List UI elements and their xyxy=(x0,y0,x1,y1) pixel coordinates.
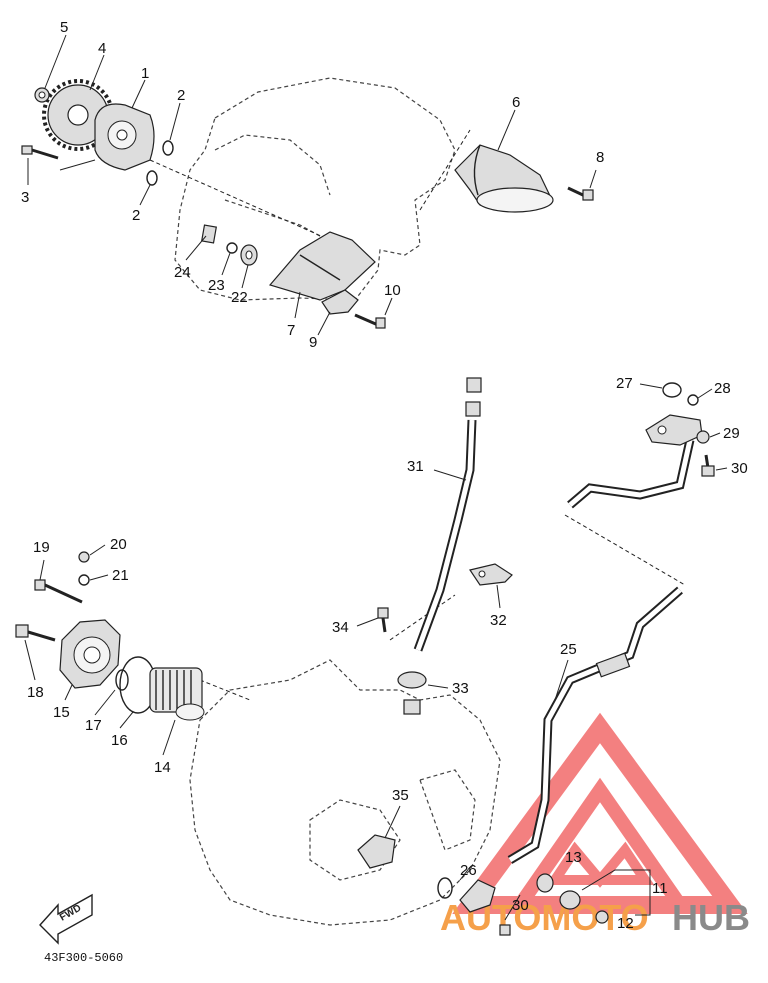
callout-32: 32 xyxy=(490,612,507,629)
pipe-bolt-12 xyxy=(595,910,609,924)
callout-28: 28 xyxy=(714,380,731,397)
callout-34: 34 xyxy=(332,619,349,636)
callout-10: 10 xyxy=(384,282,401,299)
pipe-o-ring-28 xyxy=(687,394,699,406)
callout-12: 12 xyxy=(617,915,634,932)
pipe-union-bolt xyxy=(397,671,427,715)
union-bolt-13 xyxy=(536,873,554,893)
callout-11: 11 xyxy=(652,880,668,897)
callout-14: 14 xyxy=(154,759,171,776)
callout-31: 31 xyxy=(407,458,424,475)
pipe-screw xyxy=(377,607,389,633)
watermark-hub-text: HUB xyxy=(672,897,750,938)
gear-nut xyxy=(34,87,50,103)
callout-13: 13 xyxy=(565,849,582,866)
callout-22: 22 xyxy=(231,289,248,306)
cover-bolt-short xyxy=(15,624,56,642)
logo-m-shape xyxy=(545,841,655,888)
alignment-pipe xyxy=(564,514,686,586)
oil-check-pipe xyxy=(413,377,482,652)
crankcase-inner-line xyxy=(214,134,331,196)
callout-7: 7 xyxy=(287,322,295,339)
callout-15: 15 xyxy=(53,704,70,721)
callout-19: 19 xyxy=(33,539,50,556)
clamp-screw xyxy=(354,313,386,329)
dowel-washer xyxy=(226,242,238,254)
pipe-gasket-29 xyxy=(696,430,710,444)
oil-filter-cover xyxy=(59,619,121,689)
pipe-flange-lower xyxy=(459,879,496,913)
cover-o-ring-small xyxy=(115,669,129,691)
pipe-bolt-30-lower xyxy=(499,924,511,936)
oil-strainer xyxy=(454,144,554,213)
lower-case-boss-2 xyxy=(419,769,476,851)
callout-2-lower: 2 xyxy=(132,207,140,224)
dowel-pin xyxy=(201,224,217,244)
callout-20: 20 xyxy=(110,536,127,553)
pump-o-ring-upper xyxy=(162,140,174,156)
plug-gasket xyxy=(78,574,90,586)
callout-27: 27 xyxy=(616,375,633,392)
callout-35: 35 xyxy=(392,787,409,804)
forward-direction-arrow: FWD xyxy=(39,893,93,945)
callout-8: 8 xyxy=(596,149,604,166)
callout-25: 25 xyxy=(560,641,577,658)
callout-29: 29 xyxy=(723,425,740,442)
bracket-line-11 xyxy=(581,869,651,916)
callout-9: 9 xyxy=(309,334,317,351)
alignment-line-1 xyxy=(149,159,331,241)
callout-18: 18 xyxy=(27,684,44,701)
cover-bolt-long xyxy=(34,579,83,604)
lower-crankcase-outline xyxy=(189,659,501,926)
callout-23: 23 xyxy=(208,277,225,294)
crankcase-fitting-35 xyxy=(357,834,396,869)
pipe-clamp xyxy=(469,563,513,586)
callout-17: 17 xyxy=(85,717,102,734)
oil-pipe-upper xyxy=(567,414,703,509)
callout-6: 6 xyxy=(512,94,520,111)
callout-16: 16 xyxy=(111,732,128,749)
oil-pump-assembly xyxy=(94,103,155,171)
logo-triangle-inner xyxy=(506,777,694,912)
lower-case-boss xyxy=(309,799,401,881)
baffle-plate xyxy=(268,231,376,301)
callout-leaders xyxy=(24,34,728,921)
alignment-line-2 xyxy=(419,129,471,211)
pipe-o-ring-27 xyxy=(662,382,682,398)
callout-3: 3 xyxy=(21,189,29,206)
callout-5: 5 xyxy=(60,19,68,36)
drain-plug xyxy=(78,551,90,563)
callout-26: 26 xyxy=(460,862,477,879)
alignment-guide xyxy=(389,594,456,641)
leader-pump-to-case xyxy=(59,159,96,171)
plate-clamp xyxy=(321,289,359,315)
leader-8 xyxy=(589,169,597,189)
callout-2-upper: 2 xyxy=(177,87,185,104)
pipe-gasket-26 xyxy=(437,877,453,899)
pipe-bolt-30-upper xyxy=(701,454,715,477)
callout-30-upper: 30 xyxy=(731,460,748,477)
callout-21: 21 xyxy=(112,567,129,584)
pump-o-ring-lower xyxy=(146,170,158,186)
oil-filter-element xyxy=(149,667,205,721)
callout-4: 4 xyxy=(98,40,106,57)
upper-crankcase-outline xyxy=(174,77,456,301)
callout-24: 24 xyxy=(174,264,191,281)
union-washer-11 xyxy=(559,890,581,910)
callout-33: 33 xyxy=(452,680,469,697)
automotohub-logo xyxy=(452,712,748,914)
oil-delivery-pipe xyxy=(507,586,683,864)
callout-labels: 1 2 2 3 4 5 6 7 8 9 10 11 12 13 14 15 16… xyxy=(21,19,748,932)
callout-30-lower: 30 xyxy=(512,897,529,914)
drawing-code: 43F300-5060 xyxy=(44,951,123,965)
dowel-collar xyxy=(240,244,258,266)
alignment-filter xyxy=(199,679,251,701)
pump-bolt xyxy=(21,145,59,160)
callout-1: 1 xyxy=(141,65,149,82)
strainer-bolt xyxy=(567,186,594,201)
leader-10 xyxy=(384,297,393,316)
